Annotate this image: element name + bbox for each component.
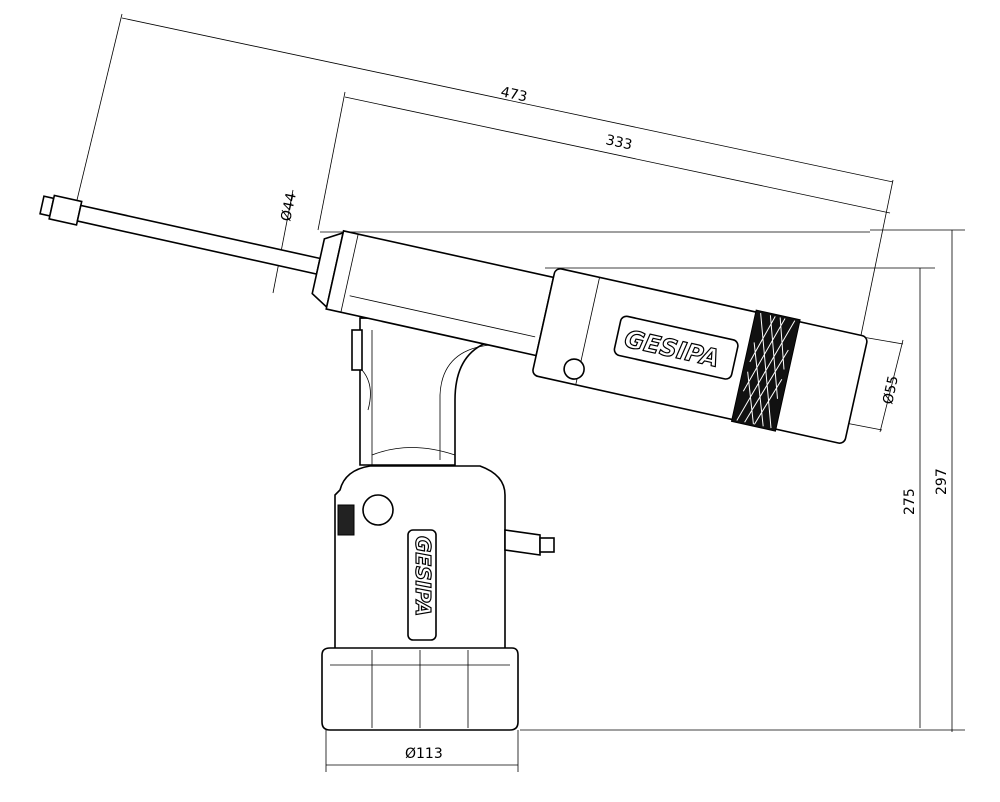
- base-body: GESIPA: [334, 465, 555, 651]
- dimension-275: 275: [545, 267, 935, 728]
- dim-dia113-label: Ø113: [405, 746, 443, 762]
- dimension-473: 473: [76, 13, 894, 341]
- air-port: [362, 494, 394, 526]
- valve: [337, 504, 355, 536]
- dim-473-label: 473: [499, 84, 528, 105]
- dimension-dia55: Ø55: [829, 333, 904, 433]
- air-fitting: [504, 529, 541, 556]
- base-logo-plate: [407, 529, 437, 641]
- base-logo: GESIPA: [411, 536, 435, 616]
- dimension-297: 297: [520, 229, 965, 732]
- dim-333-label: 333: [604, 132, 633, 153]
- barrel-assembly: GESIPA: [39, 194, 868, 444]
- housing-logo-plate: [613, 315, 739, 380]
- dim-dia44-label: Ø44: [278, 191, 300, 223]
- dim-275-label: 275: [902, 488, 918, 515]
- base-cup: [321, 647, 519, 731]
- dim-dia55-label: Ø55: [880, 374, 902, 406]
- dimension-333: 333: [317, 91, 891, 231]
- dimension-dia113: Ø113: [325, 730, 519, 772]
- knurled-ring: [730, 309, 801, 432]
- trigger: [351, 329, 363, 371]
- dim-297-label: 297: [934, 468, 950, 495]
- dimension-dia44: Ø44: [272, 189, 870, 294]
